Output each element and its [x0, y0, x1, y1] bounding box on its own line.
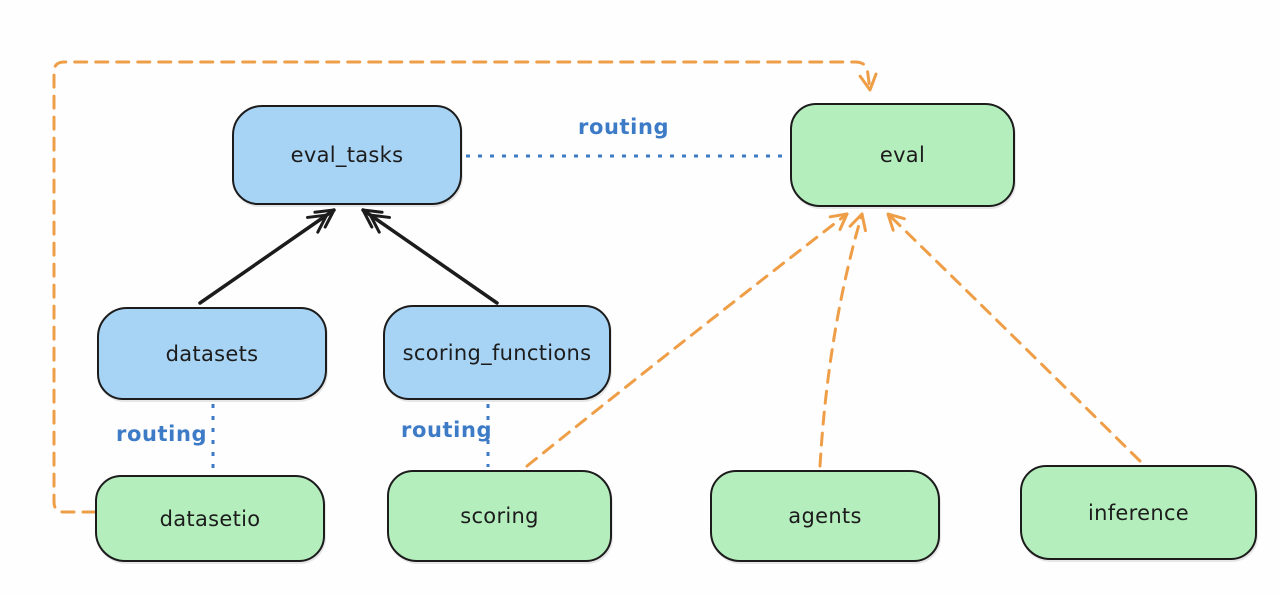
edge-inference-to-eval	[886, 212, 1142, 463]
node-scoring-label: scoring	[460, 504, 539, 528]
node-scoring: scoring	[387, 470, 612, 562]
node-eval: eval	[790, 103, 1015, 207]
node-datasets-label: datasets	[165, 341, 259, 366]
node-agents-label: agents	[788, 504, 862, 528]
node-datasets: datasets	[97, 307, 327, 400]
node-inference: inference	[1020, 465, 1257, 560]
edge-datasets-to-eval-tasks	[198, 208, 336, 305]
routing-label-datasets-datasetio: routing	[116, 422, 208, 446]
node-agents: agents	[710, 470, 940, 562]
node-datasetio-label: datasetio	[159, 506, 261, 531]
node-eval-tasks-label: eval_tasks	[290, 143, 404, 167]
routing-label-scoring-functions-scoring: routing	[401, 418, 493, 442]
node-datasetio: datasetio	[95, 475, 325, 562]
node-inference-label: inference	[1087, 500, 1190, 525]
edge-scoring-functions-to-eval-tasks	[361, 208, 499, 305]
node-eval-tasks: eval_tasks	[232, 105, 462, 205]
routing-label-eval-tasks-eval: routing	[578, 115, 670, 139]
node-eval-label: eval	[879, 143, 926, 167]
node-scoring-functions: scoring_functions	[383, 305, 611, 400]
node-scoring-functions-label: scoring_functions	[402, 340, 592, 365]
edge-agents-to-eval	[818, 212, 867, 468]
